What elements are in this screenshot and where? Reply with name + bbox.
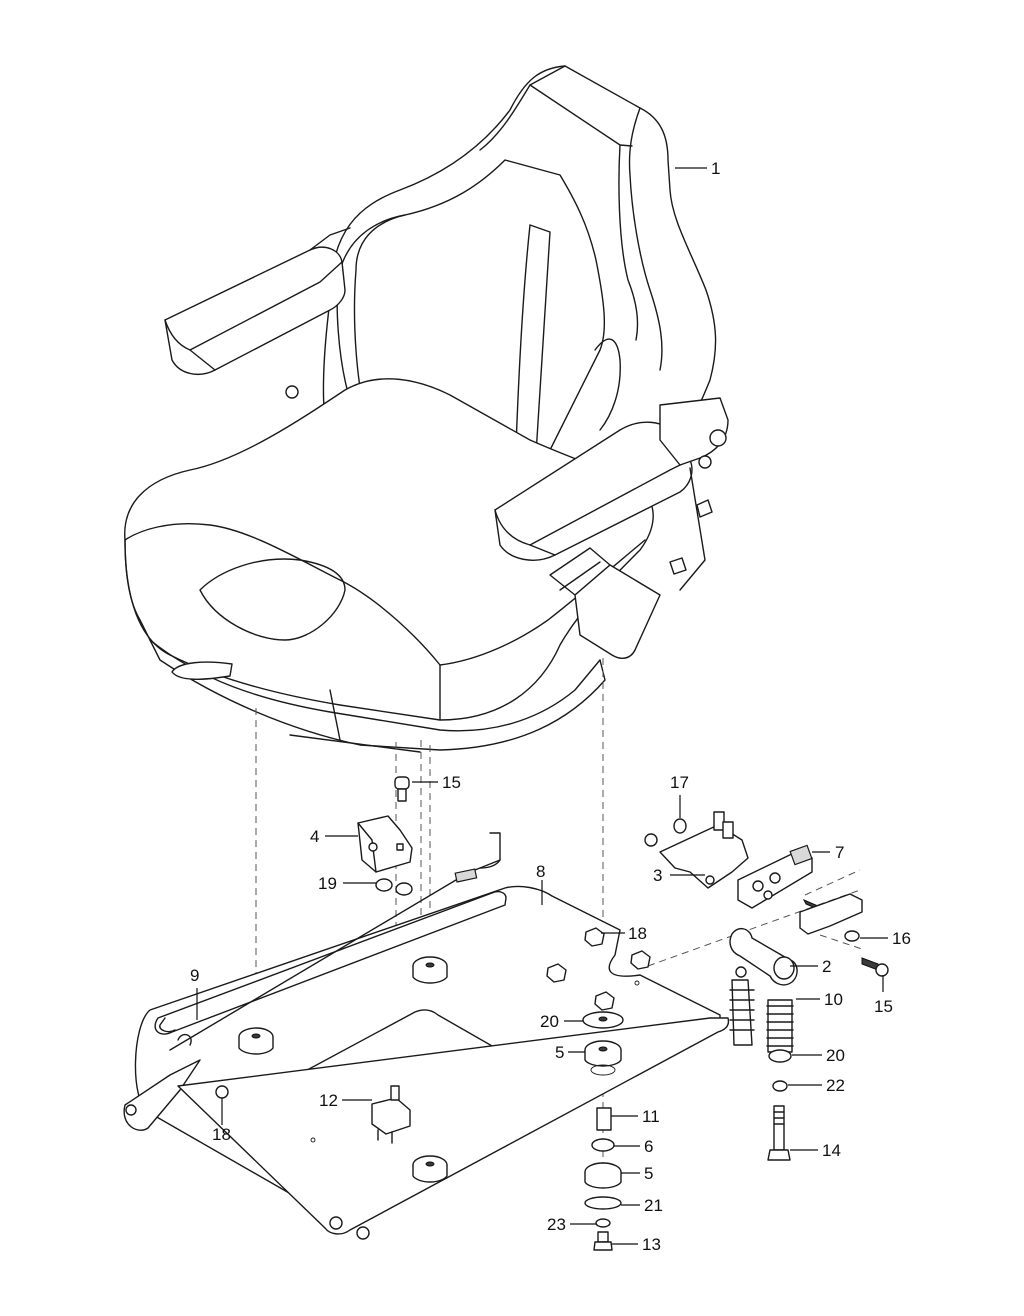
callout-15-right: 15: [874, 997, 893, 1016]
callout-20-right: 20: [826, 1046, 845, 1065]
callout-5-upper: 5: [555, 1043, 564, 1062]
callout-5-lower: 5: [644, 1164, 653, 1183]
callout-8: 8: [536, 862, 545, 881]
callout-leaders: [196, 167, 888, 1245]
callout-2: 2: [822, 957, 831, 976]
callout-14: 14: [822, 1141, 841, 1160]
callout-21: 21: [644, 1196, 663, 1215]
callout-20-center: 20: [540, 1012, 559, 1031]
callout-22: 22: [826, 1076, 845, 1095]
callout-18-top: 18: [628, 924, 647, 943]
callout-labels: 1 15 4 19 17 3 7 8 18 16 2 10 15 9 20 5 …: [190, 159, 911, 1254]
hardware-parts: [169, 776, 889, 1251]
callout-9: 9: [190, 966, 199, 985]
callout-11: 11: [642, 1107, 660, 1126]
callout-7: 7: [835, 843, 844, 862]
callout-12: 12: [319, 1091, 338, 1110]
callout-6: 6: [644, 1137, 653, 1156]
callout-1: 1: [711, 159, 720, 178]
callout-23: 23: [547, 1215, 566, 1234]
callout-17: 17: [670, 773, 689, 792]
callout-18-left: 18: [212, 1125, 231, 1144]
callout-13: 13: [642, 1235, 661, 1254]
callout-3: 3: [653, 866, 662, 885]
callout-16: 16: [892, 929, 911, 948]
base-plate: [123, 885, 730, 1240]
callout-19: 19: [318, 874, 337, 893]
seat-assembly: [124, 65, 729, 753]
callout-15-top: 15: [442, 773, 461, 792]
callout-4: 4: [310, 827, 319, 846]
callout-10: 10: [824, 990, 843, 1009]
